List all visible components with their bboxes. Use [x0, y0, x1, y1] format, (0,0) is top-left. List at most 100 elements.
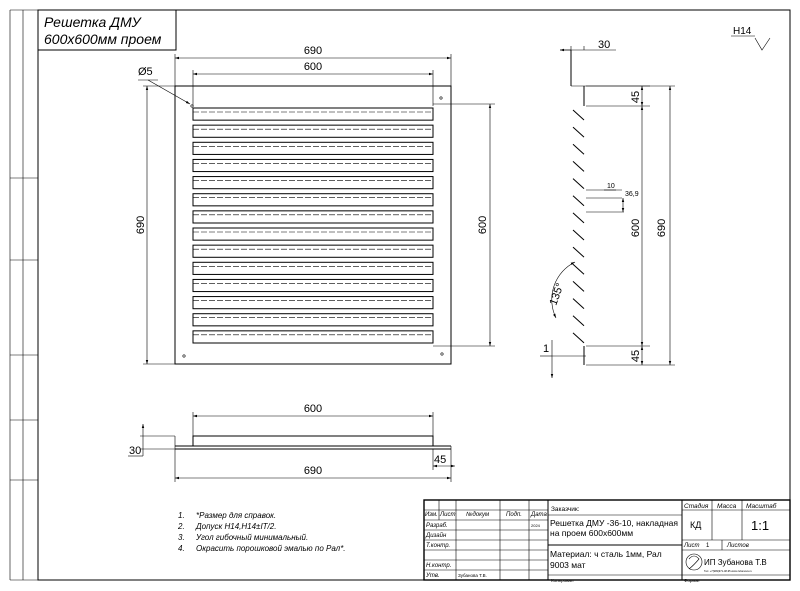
binding-strip — [9, 9, 38, 581]
sheet-frame — [37, 9, 791, 581]
dim-slat-pitch: 10 — [607, 183, 615, 190]
mass-label: Масса — [717, 503, 737, 510]
row-label: Т.контр. — [426, 543, 450, 549]
dim-side-opening: 600 — [630, 219, 642, 237]
dim-opening-width: 600 — [304, 61, 322, 73]
side-slat — [572, 332, 585, 344]
front-slat — [192, 141, 434, 155]
description: Решетка ДМУ -36-10, накладная на проем 6… — [550, 518, 678, 538]
dim-hole-diameter: Ø5 — [138, 66, 153, 78]
front-slat — [192, 210, 434, 224]
side-slat — [572, 109, 585, 121]
side-slat — [572, 298, 585, 309]
date-value: 2024 — [531, 523, 541, 528]
side-view: 30 45 600 45 690 10 36,9 135° 1 — [540, 39, 675, 378]
material: Материал: ч сталь 1мм, Рал 9003 мат — [550, 549, 662, 570]
dim-opening-height: 600 — [477, 216, 489, 234]
note-num: 3. — [178, 533, 185, 542]
company-sub: Тел: +7(999)971-48-95 www.zubanova.ru — [704, 569, 752, 573]
side-slat — [572, 195, 585, 207]
dim-side-overall: 690 — [656, 219, 668, 237]
side-slat — [572, 212, 585, 224]
note-text: Угол гибочный минимальный. — [195, 533, 308, 542]
dim-side-depth: 30 — [598, 39, 610, 51]
title-box — [37, 9, 177, 51]
front-slat — [192, 158, 434, 173]
company-logo-icon — [685, 553, 703, 571]
front-slat — [192, 278, 434, 293]
front-slat — [192, 176, 434, 190]
front-slat — [192, 296, 434, 310]
sheet-label: Лист — [683, 543, 699, 549]
side-slats — [572, 109, 585, 344]
title-block: Изм. Лист №докум Подп. Дата Разраб. Диза… — [423, 499, 791, 583]
dim-thickness: 1 — [543, 343, 549, 355]
dim-bottom-margin: 45 — [630, 350, 642, 362]
side-slat — [572, 178, 585, 189]
col-header: №докум — [466, 511, 489, 518]
format-label: Формат — [684, 578, 700, 583]
customer-label: Заказчик: — [551, 506, 580, 513]
front-slat — [192, 124, 434, 138]
col-header: Лист — [439, 512, 455, 518]
mount-hole-icon — [182, 354, 186, 358]
dim-slat-length: 36,9 — [625, 191, 639, 198]
note-num: 2. — [177, 522, 185, 531]
roughness-mark: H14 — [731, 26, 771, 51]
front-slat — [192, 227, 434, 241]
side-slat — [572, 263, 585, 275]
company-name: ИП Зубанова Т.В — [704, 558, 767, 567]
front-slat — [192, 244, 434, 258]
col-header: Дата — [530, 512, 547, 518]
notes: 1. *Размер для справок. 2. Допуск H14,H1… — [177, 511, 346, 553]
svg-text:H14: H14 — [733, 26, 752, 37]
dim-overall-height: 690 — [135, 216, 147, 234]
side-slat — [572, 281, 585, 292]
side-slat — [572, 143, 585, 155]
side-slat — [572, 229, 585, 241]
scale-label: Масштаб — [746, 502, 777, 510]
dim-bottom-overall: 690 — [304, 465, 322, 477]
approver-value: Зубанова Т.В. — [458, 573, 487, 578]
front-slats — [192, 107, 434, 344]
row-label: Н.контр. — [426, 563, 451, 569]
row-label: Разраб. — [426, 523, 448, 529]
bottom-top-edge — [192, 435, 434, 447]
sheets-label: Листов — [726, 543, 749, 549]
row-label: Дизайн — [425, 532, 447, 539]
front-plate — [174, 85, 452, 365]
scale-value: 1:1 — [751, 518, 769, 533]
dim-bottom-flange: 45 — [434, 454, 446, 466]
front-slat — [192, 107, 434, 121]
stage-value: КД — [690, 520, 701, 530]
side-slat — [572, 315, 585, 327]
note-num: 1. — [178, 511, 185, 520]
title-line2: 600х600мм проем — [44, 31, 162, 47]
bottom-view: 600 690 30 45 — [128, 403, 455, 482]
dim-bottom-opening: 600 — [304, 403, 322, 415]
dim-bottom-depth: 30 — [129, 445, 141, 457]
side-slat — [572, 161, 585, 172]
title-line1: Решетка ДМУ — [44, 14, 143, 30]
note-num: 4. — [178, 544, 185, 553]
row-label: Утв. — [425, 573, 440, 579]
front-slat — [192, 313, 434, 327]
mount-hole-icon — [439, 96, 443, 100]
note-text: Допуск H14,H14±IT/2. — [195, 522, 276, 531]
col-header: Подп. — [506, 512, 522, 518]
note-text: *Размер для справок. — [196, 511, 276, 520]
dim-overall-width: 690 — [304, 45, 322, 57]
copied-label: Копировал — [551, 578, 574, 583]
side-slat — [572, 246, 585, 258]
col-header: Изм. — [425, 512, 438, 518]
dim-top-margin: 45 — [630, 91, 642, 103]
dim-angle: 135° — [548, 282, 567, 307]
front-slat — [192, 330, 434, 344]
side-slat — [572, 126, 585, 138]
sheet-num: 1 — [706, 543, 710, 549]
front-slat — [192, 261, 434, 275]
stage-label: Стадия — [684, 502, 709, 510]
front-slat — [192, 193, 434, 207]
note-text: Окрасить порошковой эмалью по Рал*. — [196, 544, 346, 553]
